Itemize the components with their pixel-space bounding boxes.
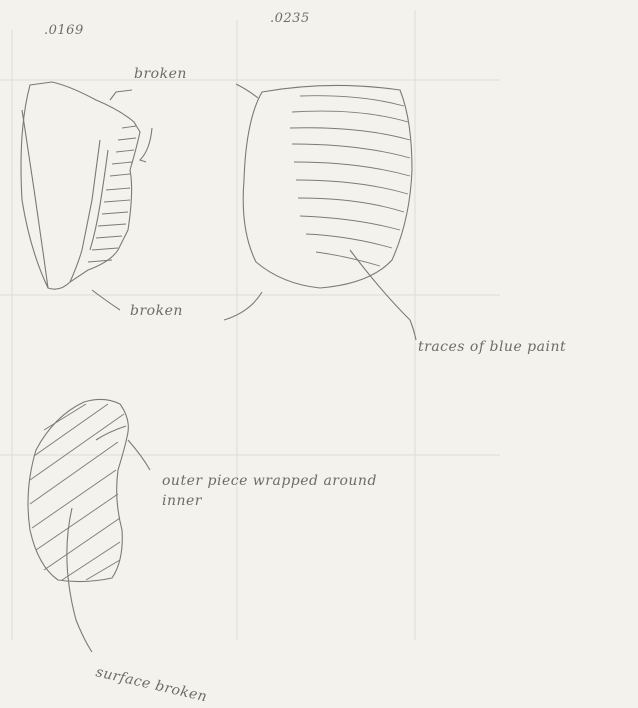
blue-paint-label: traces of blue paint (418, 340, 566, 354)
broken-label-top: broken (134, 67, 187, 81)
fragment-wrapped (28, 399, 150, 652)
broken-label-bottom: broken (130, 304, 183, 318)
outer-piece-label-line1: outer piece wrapped around (162, 474, 377, 488)
fragment-id-left: .0169 (44, 24, 84, 37)
fragment-id-right: .0235 (270, 12, 310, 25)
fragment-0235 (224, 84, 416, 340)
paper-grid (0, 10, 500, 640)
fragment-0169 (21, 82, 152, 310)
outer-piece-label-line2: inner (162, 494, 202, 508)
